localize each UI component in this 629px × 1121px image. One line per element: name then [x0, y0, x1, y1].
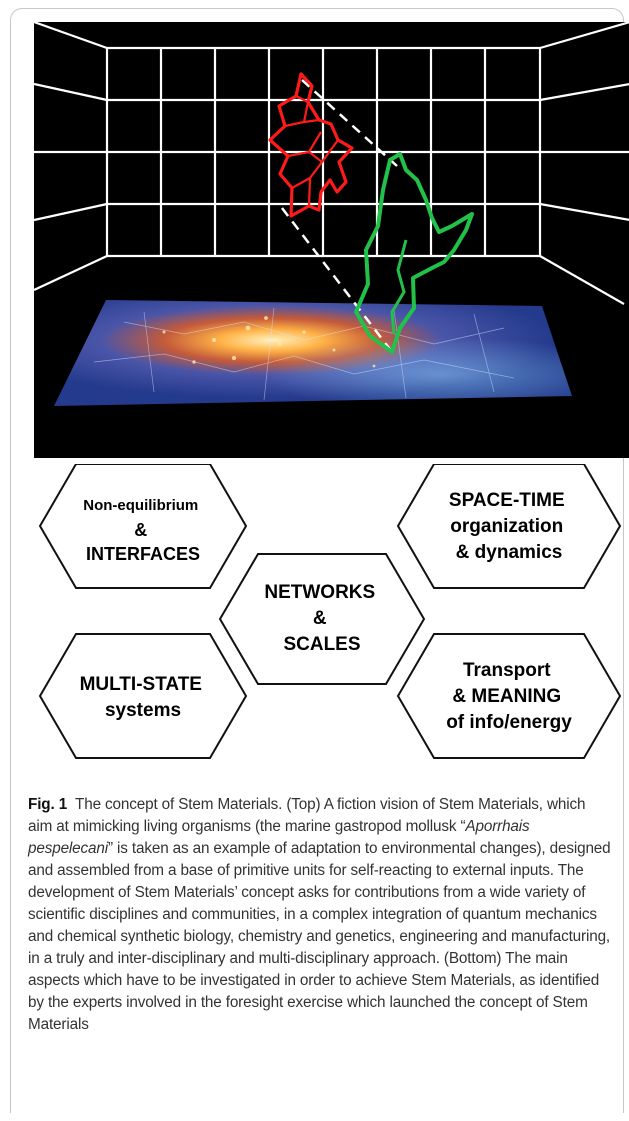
red-shell-inner-lines [284, 95, 339, 207]
caption-species-name: Aporrhais pespelecani [28, 818, 530, 857]
caption-text-part1: The concept of Stem Materials. (Top) A f… [28, 796, 586, 835]
glowing-platform [54, 300, 572, 406]
hexagon-multi-state [38, 633, 248, 759]
hex-label-transport: Transport & MEANING of info/energy [446, 660, 572, 733]
caption-text-part2: ” is taken as an example of adaptation t… [28, 840, 611, 1033]
figure-label: Fig. 1 [28, 796, 68, 813]
green-shell-inner-line [390, 239, 408, 335]
stem-materials-illustration [34, 22, 629, 458]
hex-label-non-equilibrium: Non-equilibrium & INTERFACES [83, 497, 202, 564]
hexagon-space-time [396, 464, 622, 589]
grid-left-wall [34, 22, 108, 291]
research-aspects-hexagons: Non-equilibrium & INTERFACES SPACE-TIME … [38, 464, 622, 759]
dashed-connector-top [301, 79, 398, 167]
dashed-connector-bottom [281, 207, 393, 353]
hex-label-multi-state: MULTI-STATE systems [80, 674, 207, 721]
red-shell-outline [268, 72, 354, 218]
green-shell-outline [354, 152, 474, 354]
hex-label-networks: NETWORKS & SCALES [264, 582, 379, 655]
grid-right-wall [539, 22, 629, 305]
hex-label-space-time: SPACE-TIME organization & dynamics [449, 490, 569, 563]
hexagon-networks [218, 553, 426, 685]
hexagon-transport [396, 633, 622, 759]
figure-frame [10, 8, 624, 1113]
hexagon-non-equilibrium [38, 464, 248, 589]
